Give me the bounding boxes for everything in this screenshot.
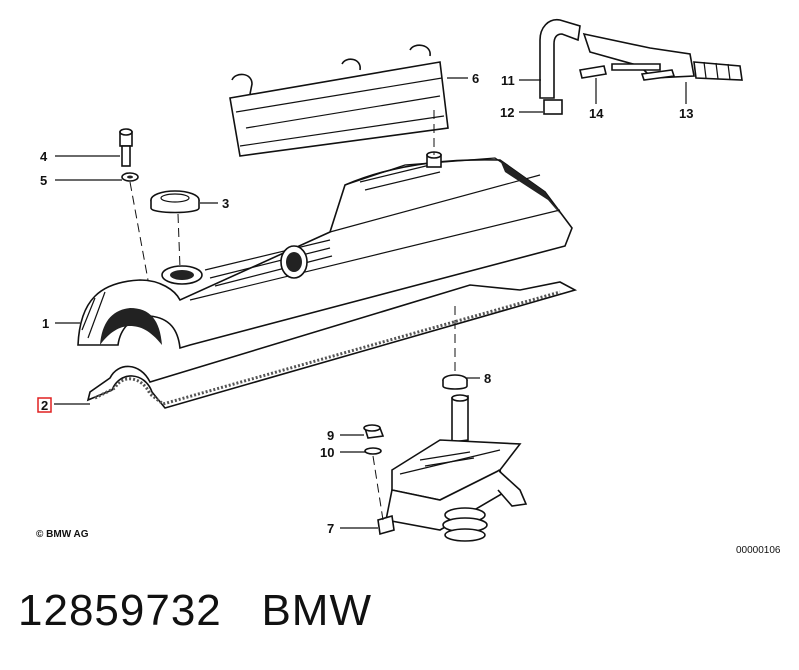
callout-1: 1: [42, 316, 49, 331]
valve-cover: [77, 151, 573, 350]
callout-7: 7: [327, 521, 334, 536]
cover-strip: [229, 44, 449, 157]
bolt-and-washer: [119, 128, 139, 182]
alignment-lines: [129, 110, 456, 521]
callouts: 1 2 3 4 5 6 7 8 9 10 11 12 13 14: [37, 71, 693, 536]
leader-lines: [54, 77, 687, 529]
callout-9: 9: [327, 428, 334, 443]
vent-hose: [539, 18, 581, 115]
callout-6: 6: [472, 71, 479, 86]
callout-3: 3: [222, 196, 229, 211]
parts-diagram: 1 2 3 4 5 6 7 8 9 10 11 12 13 14 © BMW A…: [36, 18, 781, 556]
callout-8: 8: [484, 371, 491, 386]
part-number: 12859732: [18, 586, 222, 635]
callout-13: 13: [679, 106, 693, 121]
callout-12: 12: [500, 105, 514, 120]
oil-separator: [377, 394, 528, 542]
brand-name: BMW: [261, 586, 372, 635]
grommet: [442, 374, 468, 390]
oil-filler-cap: [150, 190, 200, 214]
footer: 12859732 BMW: [18, 586, 372, 636]
callout-10: 10: [320, 445, 334, 460]
callout-2-highlight: [37, 397, 52, 413]
callout-14: 14: [589, 106, 604, 121]
callout-5: 5: [40, 173, 47, 188]
drawing-number: 00000106: [736, 545, 781, 556]
callout-11: 11: [501, 73, 515, 88]
copyright-text: © BMW AG: [36, 529, 89, 540]
pin: [579, 65, 607, 79]
breather-valve: [582, 32, 743, 81]
valve-cover-gasket: [86, 281, 578, 409]
nut-and-washer: [363, 424, 385, 455]
callout-4: 4: [40, 149, 48, 164]
callout-2: 2: [41, 398, 48, 413]
